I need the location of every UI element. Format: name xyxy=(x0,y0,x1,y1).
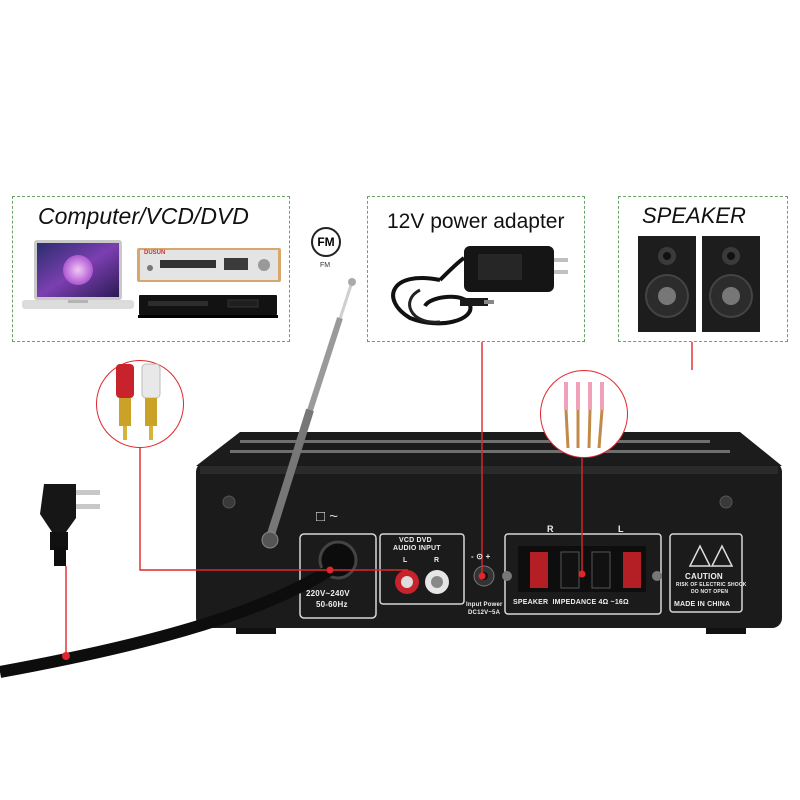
caution-title: CAUTION xyxy=(685,572,723,581)
speaker-impedance: SPEAKER IMPEDANCE 4Ω ~16Ω xyxy=(513,599,629,606)
power-adapter-title: 12V power adapter xyxy=(387,210,565,233)
audio-channel-left: L xyxy=(403,557,408,564)
speakers-icon xyxy=(638,236,760,332)
mains-rating-line1: 220V~240V xyxy=(306,589,350,598)
speaker-label-r: R xyxy=(547,524,554,534)
rca-plug-icon xyxy=(116,363,161,440)
speaker-wire-icon xyxy=(564,382,604,449)
audio-input-line1: VCD DVD xyxy=(399,537,432,544)
speaker-label-l: L xyxy=(618,524,624,534)
speaker-wire-callout xyxy=(540,370,628,458)
dvd-player-black-icon xyxy=(138,295,278,318)
caution-line1: RISK OF ELECTRIC SHOCK xyxy=(676,582,747,588)
laptop-icon xyxy=(22,240,134,309)
audio-channel-right: R xyxy=(434,557,440,564)
caution-line2: DO NOT OPEN xyxy=(691,589,729,595)
fm-badge-text: FM xyxy=(317,235,335,249)
power-symbol: □ ~ xyxy=(316,508,338,525)
input-power-line2: DC12V~5A xyxy=(468,610,501,616)
player-brand: DUSUN xyxy=(144,250,166,256)
audio-input-line2: AUDIO INPUT xyxy=(393,545,441,552)
input-power-line1: Input Power xyxy=(466,602,503,608)
plug-icon xyxy=(40,484,100,566)
dc-polarity: - ⊙ + xyxy=(471,552,491,561)
rca-connector-callout xyxy=(96,360,184,448)
fm-caption: FM xyxy=(320,262,331,269)
mains-rating-line2: 50-60Hz xyxy=(316,600,348,609)
dvd-player-icon xyxy=(137,248,281,282)
fm-badge: FM xyxy=(311,227,341,257)
power-adapter-icon xyxy=(391,246,568,326)
made-in-label: MADE IN CHINA xyxy=(674,601,731,608)
speaker-title: SPEAKER xyxy=(642,203,746,228)
sources-title: Computer/VCD/DVD xyxy=(38,203,249,229)
